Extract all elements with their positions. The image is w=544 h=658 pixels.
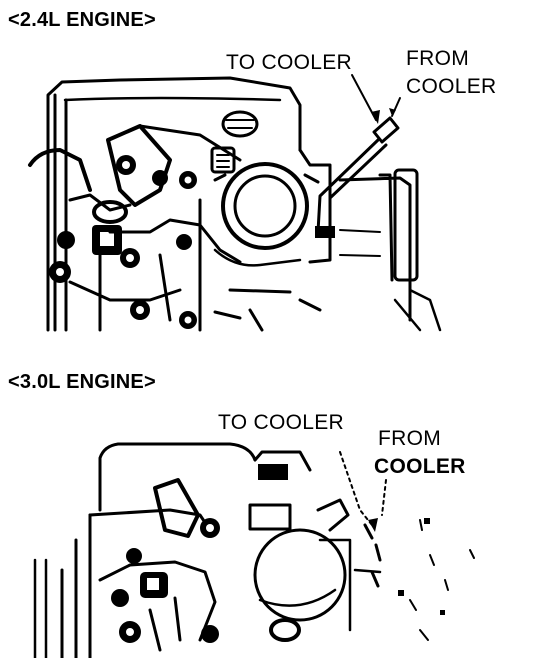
oil-cooler-face <box>233 174 297 238</box>
leader-line-from-cooler-3-0l <box>381 479 387 516</box>
wire-connector <box>210 146 236 174</box>
engine-illustration-3-0l <box>33 442 475 658</box>
hose-clamp <box>92 200 128 224</box>
engine-illustration-2-4l <box>28 74 442 332</box>
from-cooler-label-3-0l-line1: FROM <box>378 427 442 450</box>
engine-block-outline <box>46 76 302 332</box>
bracket-bolt-2 <box>152 170 168 186</box>
from-cooler-label-3-0l-line2: COOLER <box>374 455 466 478</box>
oil-filler-cap <box>221 110 259 138</box>
from-cooler-label-2-4l-line1: FROM <box>406 47 470 70</box>
cooler-pipe-to <box>316 138 388 236</box>
engine-side-ribs <box>53 93 68 332</box>
to-cooler-label-2-4l: TO COOLER <box>226 51 353 74</box>
valve-cover-edge <box>63 96 282 102</box>
cooler-pipe-fitting <box>372 116 400 144</box>
bracket-3-0l <box>153 478 200 538</box>
engine-side-ribs-3-0l <box>60 513 92 658</box>
oil-cooler-housing-3-0l <box>253 528 347 622</box>
oil-cooler-housing <box>221 162 309 250</box>
title-3-0l-engine: <3.0L ENGINE> <box>8 371 156 393</box>
drain-plug-3-0l <box>269 618 301 642</box>
title-2-4l-engine: <2.4L ENGINE> <box>8 9 156 31</box>
to-cooler-label-3-0l: TO COOLER <box>218 411 345 434</box>
leader-line-to-cooler-3-0l <box>339 451 373 526</box>
valve-cover-3-0l <box>98 442 257 512</box>
from-cooler-label-2-4l-line2: COOLER <box>406 75 497 98</box>
